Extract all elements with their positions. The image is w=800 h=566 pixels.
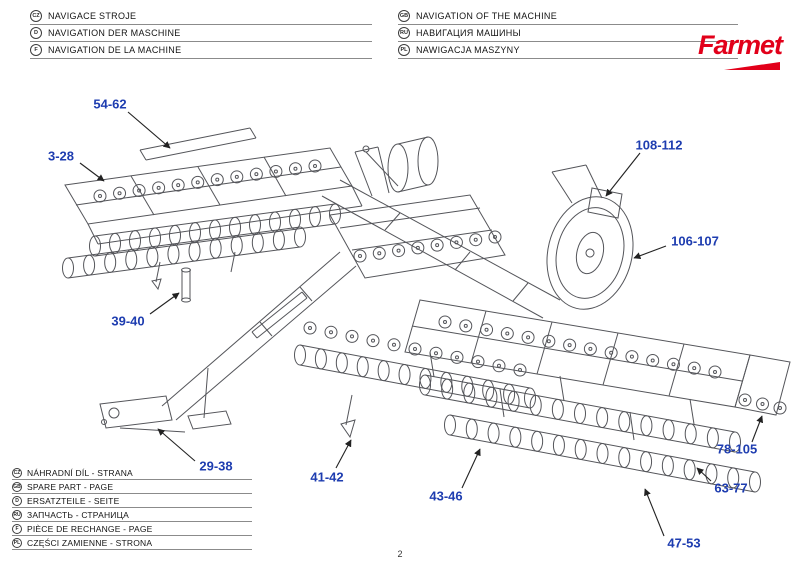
disc-and-roller-rows bbox=[62, 159, 787, 493]
part-range-label-63-77[interactable]: 63-77 bbox=[714, 480, 748, 496]
header-row-fr: F NAVIGATION DE LA MACHINE bbox=[30, 42, 372, 59]
lang-badge-de-footer: D bbox=[12, 495, 22, 506]
lang-badge-pl-footer: PL bbox=[12, 537, 22, 548]
header-row-pl: PL NAWIGACJA MASZYNY bbox=[398, 42, 738, 59]
footer-label-cz: NÁHRADNÍ DÍL - STRANA bbox=[27, 467, 133, 478]
header-left: CZ NAVIGACE STROJE D NAVIGATION DER MASC… bbox=[30, 8, 372, 59]
footer-row-cz: CZ NÁHRADNÍ DÍL - STRANA bbox=[12, 466, 252, 480]
part-range-label-43-46[interactable]: 43-46 bbox=[429, 488, 463, 504]
header-title-cz: NAVIGACE STROJE bbox=[48, 11, 137, 21]
part-range-label-54-62[interactable]: 54-62 bbox=[93, 96, 127, 112]
footer-label-fr: PIÈCE DE RECHANGE - PAGE bbox=[27, 523, 153, 534]
header-right: GB NAVIGATION OF THE MACHINE RU НАВИГАЦИ… bbox=[398, 8, 738, 59]
header-row-ru: RU НАВИГАЦИЯ МАШИНЫ bbox=[398, 25, 738, 42]
header-title-gb: NAVIGATION OF THE MACHINE bbox=[416, 11, 558, 21]
lang-badge-ru: RU bbox=[398, 27, 410, 39]
footer-label-ru: ЗАПЧАСТЬ - СТРАНИЦА bbox=[27, 509, 129, 520]
part-range-label-3-28[interactable]: 3-28 bbox=[47, 148, 75, 164]
part-range-label-47-53[interactable]: 47-53 bbox=[667, 535, 701, 551]
header-title-de: NAVIGATION DER MASCHINE bbox=[48, 28, 181, 38]
part-range-label-78-105[interactable]: 78-105 bbox=[716, 441, 758, 457]
drawbar bbox=[99, 251, 357, 439]
footer-legend: CZ NÁHRADNÍ DÍL - STRANA GB SPARE PART -… bbox=[12, 466, 252, 550]
footer-row-de: D ERSATZTEILE - SEITE bbox=[12, 494, 252, 508]
farmet-logo-text: Farmet bbox=[697, 30, 783, 60]
center-frame bbox=[321, 136, 623, 319]
footer-label-gb: SPARE PART - PAGE bbox=[27, 481, 114, 492]
transport-tire bbox=[546, 196, 634, 310]
header-title-fr: NAVIGATION DE LA MACHINE bbox=[48, 45, 182, 55]
left-wing-frame bbox=[64, 127, 363, 279]
lang-badge-de: D bbox=[30, 27, 42, 39]
center-rear-rollers bbox=[299, 344, 531, 409]
part-range-label-108-112[interactable]: 108-112 bbox=[635, 137, 683, 153]
header-title-ru: НАВИГАЦИЯ МАШИНЫ bbox=[416, 28, 521, 38]
part-range-label-106-107[interactable]: 106-107 bbox=[671, 233, 719, 249]
lang-badge-cz-footer: CZ bbox=[12, 467, 22, 478]
header-row-gb: GB NAVIGATION OF THE MACHINE bbox=[398, 8, 738, 25]
page-number: 2 bbox=[397, 549, 403, 559]
footer-row-pl: PL CZĘŚCI ZAMIENNE - STRONA bbox=[12, 536, 252, 550]
logo-swoosh-icon bbox=[724, 62, 780, 70]
footer-label-pl: CZĘŚCI ZAMIENNE - STRONA bbox=[27, 537, 153, 548]
footer-row-fr: F PIÈCE DE RECHANGE - PAGE bbox=[12, 522, 252, 536]
footer-row-ru: RU ЗАПЧАСТЬ - СТРАНИЦА bbox=[12, 508, 252, 522]
lang-badge-fr-footer: F bbox=[12, 523, 22, 534]
part-range-label-39-40[interactable]: 39-40 bbox=[111, 313, 145, 329]
header-title-pl: NAWIGACJA MASZYNY bbox=[416, 45, 520, 55]
header-row-de: D NAVIGATION DER MASCHINE bbox=[30, 25, 372, 42]
farmet-logo: Farmet bbox=[690, 30, 783, 70]
right-wing-frame bbox=[404, 299, 791, 493]
lang-badge-fr: F bbox=[30, 44, 42, 56]
lang-badge-gb-footer: GB bbox=[12, 481, 22, 492]
part-range-label-29-38[interactable]: 29-38 bbox=[199, 458, 233, 474]
footer-label-de: ERSATZTEILE - SEITE bbox=[27, 495, 120, 506]
lang-badge-pl: PL bbox=[398, 44, 410, 56]
footer-row-gb: GB SPARE PART - PAGE bbox=[12, 480, 252, 494]
lang-badge-ru-footer: RU bbox=[12, 509, 22, 520]
part-range-label-41-42[interactable]: 41-42 bbox=[310, 469, 344, 485]
tines bbox=[151, 251, 236, 291]
lang-badge-gb: GB bbox=[398, 10, 410, 22]
tire-fork bbox=[551, 164, 603, 204]
header-row-cz: CZ NAVIGACE STROJE bbox=[30, 8, 372, 25]
lang-badge-cz: CZ bbox=[30, 10, 42, 22]
